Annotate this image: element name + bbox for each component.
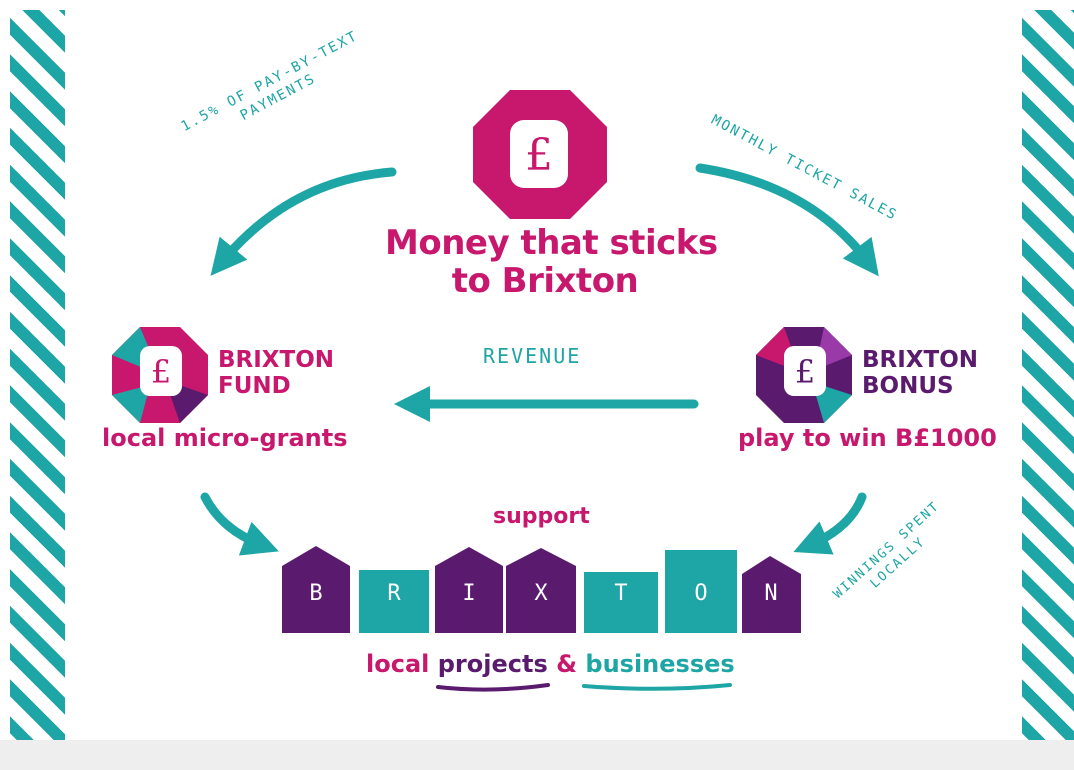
bottom-strip xyxy=(0,740,1074,770)
main-title-line1: Money that sticks xyxy=(385,223,718,263)
house-r xyxy=(359,570,429,633)
house-t xyxy=(584,572,658,633)
support-label: support xyxy=(493,504,590,529)
house-x xyxy=(506,548,576,633)
fund-name-line1: BRIXTON xyxy=(218,347,335,373)
house-n xyxy=(742,556,801,633)
house-o xyxy=(665,550,737,633)
left-stripe-border xyxy=(10,10,65,770)
house-letter-b: B xyxy=(309,581,322,606)
footer-projects: projects xyxy=(437,650,548,678)
right-stripe-border xyxy=(1022,10,1074,770)
fund-logo-glyph: £ xyxy=(151,353,171,391)
logo-pound-glyph: £ xyxy=(525,130,553,181)
footer-local: local xyxy=(366,650,430,678)
main-title: Money that sticks to Brixton xyxy=(385,223,718,301)
arrow-fund-to-brixton xyxy=(200,492,279,556)
underline-projects xyxy=(436,683,550,692)
brixton-fund-logo: £ xyxy=(112,327,208,423)
house-letter-r: R xyxy=(387,581,401,606)
fund-caption: local micro-grants xyxy=(102,424,348,452)
house-letter-i: I xyxy=(462,581,475,606)
brixton-pound-logo: £ xyxy=(473,90,607,219)
footer-line: local projects & businesses xyxy=(366,650,735,678)
fund-name: BRIXTON FUND xyxy=(218,347,334,399)
arrow-top-right xyxy=(695,163,879,277)
house-letter-x: X xyxy=(534,581,548,606)
house-letter-n: N xyxy=(764,581,777,606)
arrow-bonus-to-brixton xyxy=(793,492,867,555)
footer-ampersand: & xyxy=(556,650,578,678)
footer-businesses: businesses xyxy=(585,650,735,678)
house-letter-t: T xyxy=(614,581,627,606)
house-b xyxy=(282,546,350,633)
brixton-bonus-logo: £ xyxy=(756,327,852,423)
bonus-name-line1: BRIXTON xyxy=(862,347,979,373)
fund-name-line2: FUND xyxy=(218,373,291,399)
house-letter-o: O xyxy=(694,581,707,606)
bonus-name: BRIXTON BONUS xyxy=(862,347,978,399)
arrow-top-left xyxy=(210,167,397,276)
bonus-name-line2: BONUS xyxy=(862,373,954,399)
label-revenue: REVENUE xyxy=(483,344,582,368)
house-i xyxy=(435,547,503,633)
underline-businesses xyxy=(582,683,732,691)
brixton-houses: B R I X T O N xyxy=(282,546,801,633)
main-title-line2: to Brixton xyxy=(451,261,639,301)
bonus-caption: play to win B£1000 xyxy=(738,424,997,452)
bonus-logo-glyph: £ xyxy=(795,353,815,391)
